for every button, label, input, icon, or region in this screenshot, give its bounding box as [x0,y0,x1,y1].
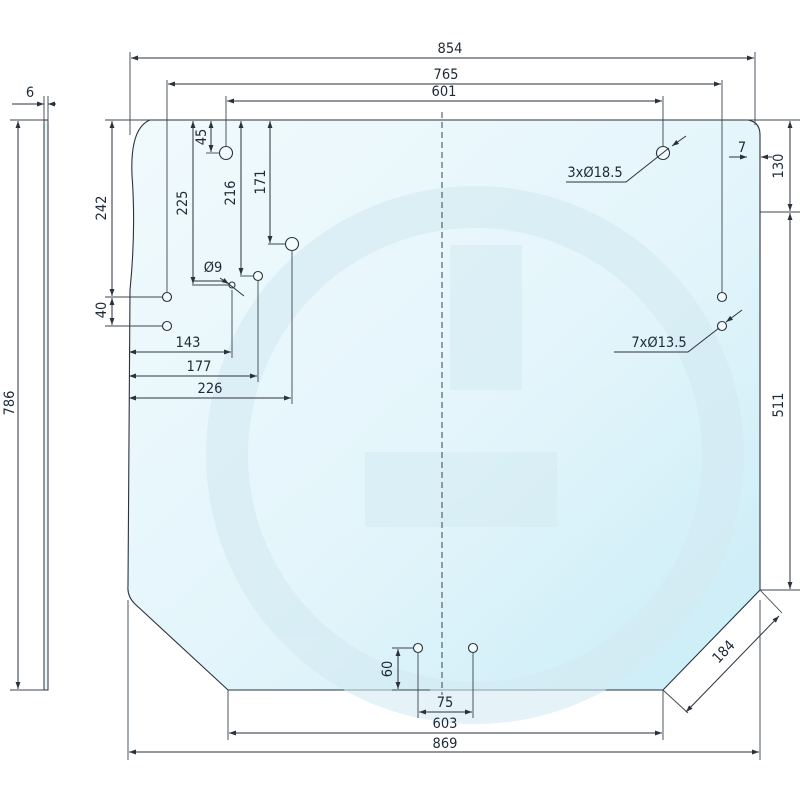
dim-bottom-hole-height: 60 [380,661,396,678]
dim-small-holes-label: 7xØ13.5 [631,335,686,351]
dim-bottom-hole-pitch: 75 [437,695,454,711]
dim-thickness: 6 [26,85,34,101]
hole-small-8 [467,642,479,654]
dim-hole-span-inner: 601 [432,84,457,100]
dim-hole-a-from-left: 143 [176,335,201,351]
dim-hole-c-from-left: 226 [198,381,223,397]
hole-small-5 [716,291,728,303]
dim-height-total: 786 [2,391,18,416]
dim-hole-b-from-top: 216 [223,181,239,206]
dim-hole-c-from-top: 171 [253,170,269,195]
dim-big-hole-from-top: 45 [194,129,210,146]
dim-hole-diameter: Ø9 [204,260,223,276]
hole-small-1 [161,291,173,303]
hole-small-7 [412,642,424,654]
dim-overall-width-top: 854 [438,41,463,57]
dim-hole-pitch-left: 40 [94,302,110,319]
dim-hole-b-from-left: 177 [187,359,212,375]
watermark-logo [206,186,744,724]
hole-big-2 [284,236,300,252]
dim-right-notch-width: 7 [738,140,746,156]
hole-big-1 [218,145,234,161]
dim-big-holes-label: 3xØ18.5 [567,165,622,181]
hole-small-4 [252,270,264,282]
dimension-lines [109,55,793,755]
dim-bottom-edge-width: 603 [433,716,458,732]
dim-hole-a-from-top: 225 [175,191,191,216]
dim-overall-width-bottom: 869 [433,736,458,752]
hole-small-2 [161,320,173,332]
side-profile [10,96,56,691]
dim-hole-span-outer: 765 [434,67,459,83]
dim-right-notch-height: 130 [771,154,787,179]
hole-small-6 [716,320,728,332]
dim-left-curve-height: 242 [94,196,110,221]
dim-right-straight-height: 511 [771,393,787,418]
